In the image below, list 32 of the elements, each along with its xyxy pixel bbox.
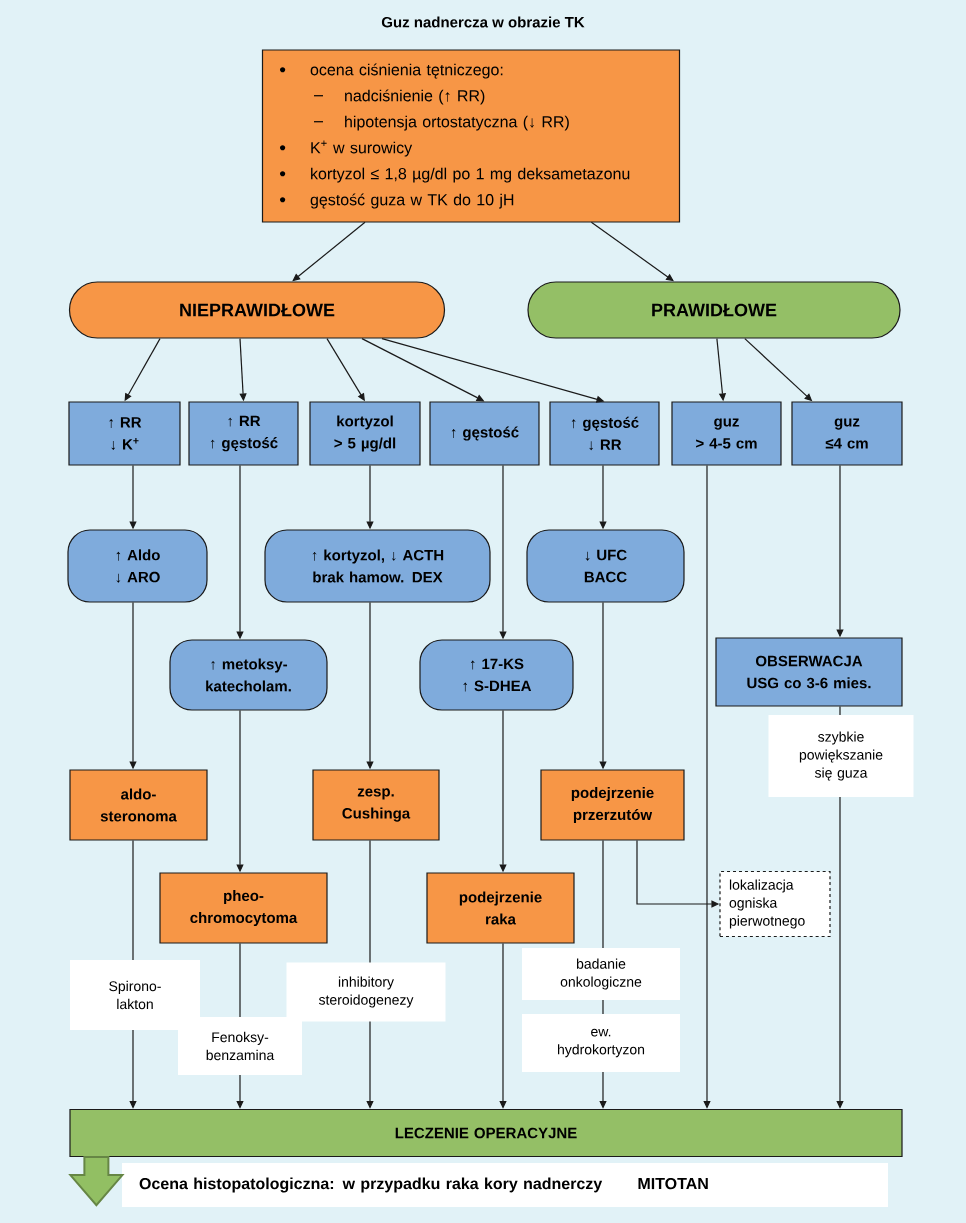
edge-label: inhibitory steroidogenezy [286, 962, 446, 1022]
diagnosis-box: pheo- chromocytoma [159, 872, 328, 944]
test-result-box: ↑ metoksy- katecholam. [169, 639, 328, 711]
arrow [590, 221, 674, 282]
test-result-box: ↑ 17-KS ↑ S-DHEA [419, 639, 574, 711]
treatment-bar: LECZENIE OPERACYJNE [69, 1108, 903, 1158]
note-box: Ocena histopatologiczna: w przypadku raka kory nadnerczy MITOTAN [122, 1163, 888, 1207]
edge-label: szybkie powiększanie się guza [768, 715, 914, 797]
finding-box: kortyzol > 5 µg/dl [309, 401, 421, 466]
finding-box: ↑ gęstość [429, 401, 540, 466]
diagnosis-box: podejrzenie przerzutów [540, 769, 685, 841]
edge-label: Fenoksy- benzamina [178, 1017, 302, 1075]
edge-label: badanie onkologiczne [522, 948, 680, 1000]
test-result-box: ↑ Aldo ↓ ARO [67, 529, 208, 603]
finding-box: ↑ RR ↓ K$^{+}$ [68, 401, 181, 466]
line-label: ew. hydrokortyzon [522, 1014, 680, 1072]
finding-box: ↑ RR ↑ gęstość [188, 401, 299, 466]
criteria-box: ocena ciśnienia tętniczego: nadciśnienie (↑ RR) hipotensja ortostatyczna (↓ RR) K$^{+}$ w surowicy kortyzol ≤ 1,8 µg/dl po 1 mg deksametazonu gęstość guza w TK do 10 jH [261, 49, 681, 223]
diagram-title: Guz nadnercza w obrazie TK [381, 16, 585, 28]
finding-box: guz > 4-5 cm [671, 401, 782, 466]
diagnosis-box: zesp. Cushinga [312, 769, 440, 841]
finding-box: ↑ gęstość ↓ RR [549, 401, 660, 466]
arrow [292, 221, 366, 282]
diagnosis-box: podejrzenie raka [426, 872, 575, 944]
finding-box: OBSERWACJA USG co 3-6 mies. [715, 637, 903, 707]
test-result-box: ↓ UFC BACC [526, 529, 685, 603]
edge-label: Spirono- lakton [70, 960, 200, 1030]
diagnosis-box: aldo- steronoma [69, 769, 208, 841]
block-arrow [68, 1156, 125, 1207]
test-result-box: ↑ kortyzol, ↓ ACTH brak hamow. DEX [264, 529, 491, 603]
note-box: lokalizacja ogniska pierwotnego [719, 870, 831, 938]
finding-box: guz ≤4 cm [791, 401, 903, 466]
